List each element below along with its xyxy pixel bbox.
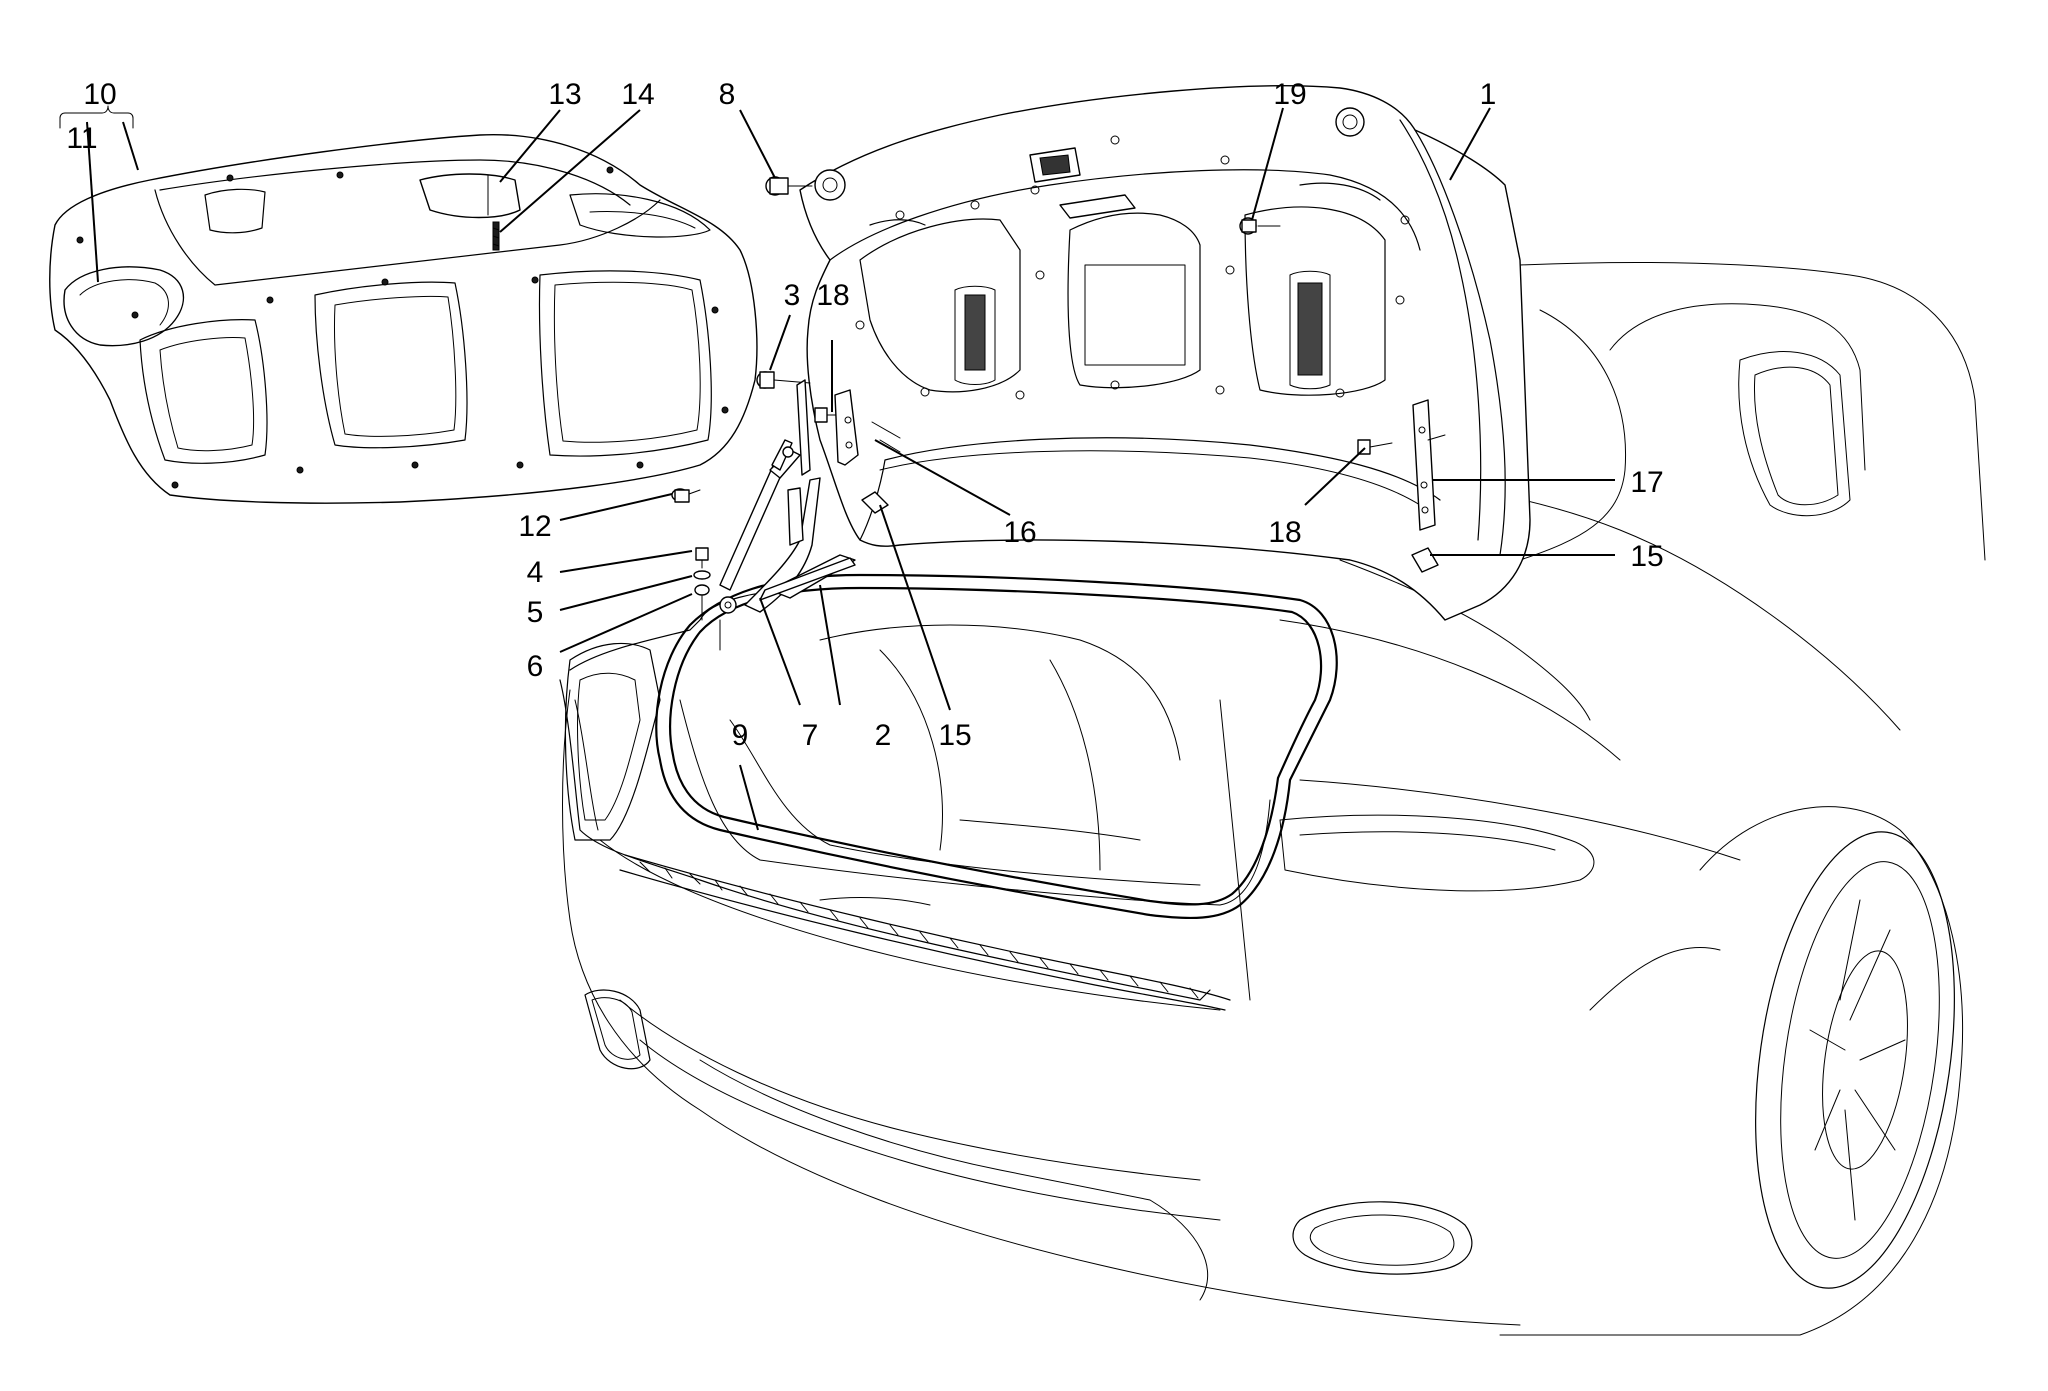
bolt-19 <box>1239 217 1281 235</box>
screw-14 <box>492 221 500 251</box>
callout-14: 14 <box>621 78 654 111</box>
leader-lines <box>86 107 1615 831</box>
callout-15-right: 15 <box>1630 540 1663 573</box>
callout-6: 6 <box>527 650 544 683</box>
car-body-outline <box>562 261 1986 1336</box>
gas-strut-7 <box>719 439 801 591</box>
trunk-lid <box>799 85 1531 621</box>
trunk-opening <box>559 573 1338 1011</box>
callout-5: 5 <box>527 596 544 629</box>
callout-12: 12 <box>518 510 551 543</box>
callout-7: 7 <box>802 719 819 752</box>
callout-1: 1 <box>1480 78 1497 111</box>
callout-18-left: 18 <box>816 279 849 312</box>
bolt-3 <box>756 371 811 389</box>
callout-18-right: 18 <box>1268 516 1301 549</box>
callout-17: 17 <box>1630 466 1663 499</box>
lid-fastener-holes <box>855 135 1410 400</box>
bolt-18-left <box>814 407 841 423</box>
push-clip-12 <box>671 488 701 503</box>
hinge-arm-2 <box>719 477 856 614</box>
callout-15-left: 15 <box>938 719 971 752</box>
hinge-17 <box>1412 399 1446 531</box>
fasteners-and-hardware <box>59 105 1446 651</box>
callout-8: 8 <box>719 78 736 111</box>
callout-16: 16 <box>1003 516 1036 549</box>
trunk-liner <box>49 133 758 504</box>
callout-2: 2 <box>875 719 892 752</box>
callout-3: 3 <box>784 279 801 312</box>
callout-9: 9 <box>732 719 749 752</box>
fastener-stack-4-5-6 <box>693 547 721 651</box>
hinge-16 <box>796 379 901 476</box>
callout-10: 10 <box>83 78 116 111</box>
liner-fastener-holes <box>76 166 729 489</box>
callout-11: 11 <box>66 122 97 155</box>
callout-13: 13 <box>548 78 581 111</box>
callout-4: 4 <box>527 556 544 589</box>
callout-labels: 1 2 3 4 5 6 7 8 9 10 11 12 13 14 15 15 1… <box>66 78 1663 752</box>
group-bracket-10 <box>59 105 134 129</box>
callout-19: 19 <box>1273 78 1306 111</box>
